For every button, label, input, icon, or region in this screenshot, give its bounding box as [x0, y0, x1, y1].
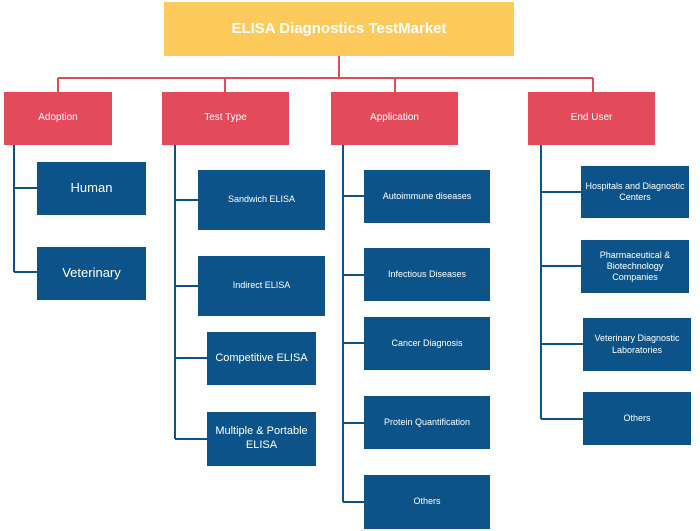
leaf-cancer-diagnosis: Cancer Diagnosis [364, 317, 490, 370]
leaf-autoimmune-diseases: Autoimmune diseases [364, 170, 490, 223]
leaf-multiple-portable-elisa: Multiple & Portable ELISA [207, 412, 316, 466]
leaf-veterinary: Veterinary [37, 247, 146, 300]
category-test-type: Test Type [162, 92, 289, 145]
leaf-hospitals-diagnostic-centers: Hospitals and Diagnostic Centers [581, 166, 689, 218]
leaf-end-user-others: Others [583, 392, 691, 445]
leaf-veterinary-diagnostic-labs: Veterinary Diagnostic Laboratories [583, 318, 691, 371]
leaf-pharma-biotech-companies: Pharmaceutical & Biotechnology Companies [581, 240, 689, 293]
leaf-infectious-diseases: Infectious Diseases [364, 248, 490, 301]
category-application: Application [331, 92, 458, 145]
leaf-sandwich-elisa: Sandwich ELISA [198, 170, 325, 230]
leaf-protein-quantification: Protein Quantification [364, 396, 490, 449]
leaf-application-others: Others [364, 475, 490, 529]
leaf-indirect-elisa: Indirect ELISA [198, 256, 325, 316]
category-adoption: Adoption [4, 92, 112, 145]
root-title: ELISA Diagnostics TestMarket [164, 2, 514, 56]
leaf-competitive-elisa: Competitive ELISA [207, 332, 316, 385]
category-end-user: End User [528, 92, 655, 145]
leaf-human: Human [37, 162, 146, 215]
